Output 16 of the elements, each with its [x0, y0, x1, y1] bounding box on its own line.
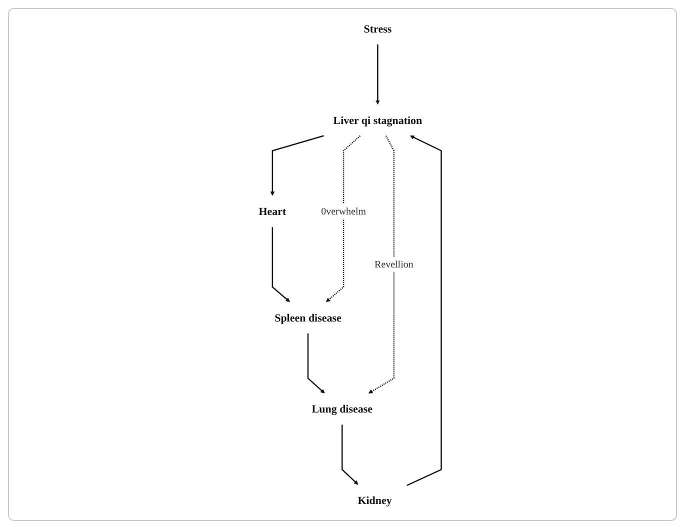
node-text: Liver qi stagnation: [333, 114, 422, 126]
node-text: Spleen disease: [274, 311, 342, 324]
arrow: [368, 135, 395, 394]
node-text: Kidney: [358, 494, 392, 507]
arrow: [326, 135, 361, 302]
edge-label: Revellion: [374, 259, 414, 270]
arrow: [270, 135, 324, 196]
node-text: Lung disease: [312, 402, 373, 416]
arrow: [406, 136, 442, 486]
arrow: [272, 227, 290, 302]
arrow: [376, 44, 380, 105]
node-text: Stress: [364, 22, 392, 35]
arrow: [307, 333, 325, 394]
arrow: [342, 424, 358, 485]
node-text: Heart: [258, 205, 286, 218]
edge-label: 0verwhelm: [321, 206, 366, 217]
